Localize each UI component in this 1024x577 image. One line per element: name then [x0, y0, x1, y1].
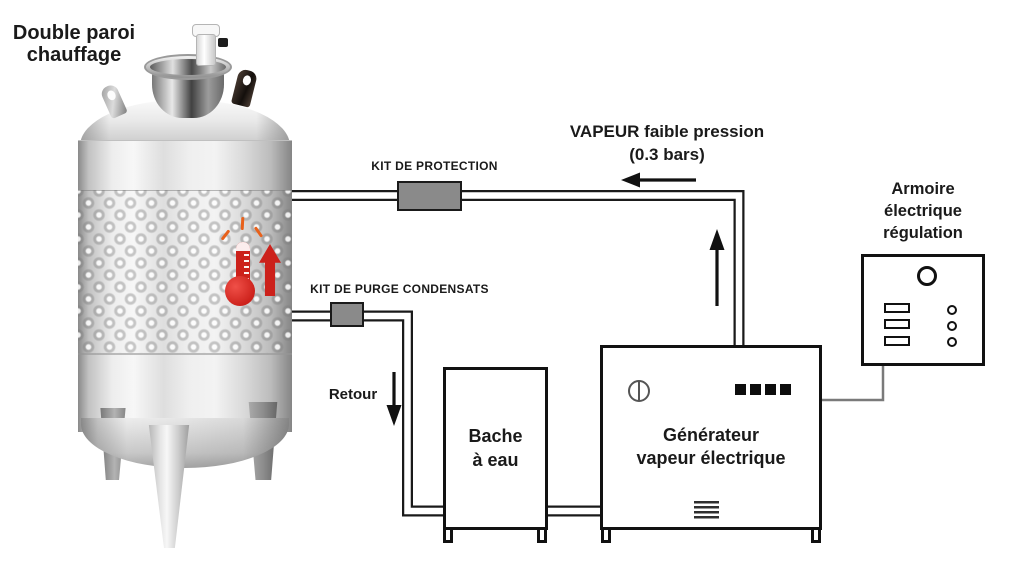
- indicator-light-icon: [947, 321, 957, 331]
- heat-ray-icon: [240, 216, 245, 231]
- steam-flow-arrow-icon: [621, 172, 696, 188]
- indicator-light-icon: [947, 337, 957, 347]
- lifting-lug-left: [99, 82, 128, 120]
- heat-ray-icon: [253, 226, 264, 238]
- indicator-light-icon: [947, 305, 957, 315]
- manhole-lid-rim: [144, 54, 232, 80]
- steam-generator-label: Générateur vapeur électrique: [636, 425, 786, 469]
- lug-hole: [241, 74, 252, 87]
- heating-indicator: [220, 216, 288, 308]
- tank-valve-knob: [218, 38, 228, 47]
- lifting-lug-right: [230, 68, 259, 108]
- tank-valve-body: [196, 34, 216, 66]
- double-wall-tank: [78, 24, 292, 550]
- steam-generator-box: Générateur vapeur électrique: [600, 345, 822, 530]
- tank-upper-shell: [78, 140, 292, 193]
- protection-kit-box: [397, 181, 462, 211]
- power-dial-line: [638, 381, 640, 401]
- control-cabinet-label: Armoire électrique régulation: [883, 180, 963, 242]
- switch-rectangle-icon: [884, 303, 910, 313]
- water-tank-box: Bache à eau: [443, 367, 548, 530]
- thermometer-tip: [236, 242, 250, 251]
- return-arrow-icon: [386, 372, 402, 426]
- switch-rectangle-icon: [884, 319, 910, 329]
- steam-pressure-label: VAPEUR faible pression (0.3 bars): [569, 122, 765, 164]
- tank-dimple-jacket: [78, 190, 292, 354]
- thermometer-icon: [236, 242, 250, 284]
- vent-grille-icon: [694, 501, 719, 520]
- heat-up-arrow-icon: [259, 244, 281, 296]
- thermometer-ticks: [243, 253, 249, 280]
- indicator-squares-icon: [735, 384, 791, 395]
- pilot-lamp-icon: [917, 266, 937, 286]
- indicator-square: [750, 384, 761, 395]
- thermometer-bulb: [225, 276, 255, 306]
- water-tank-label: Bache à eau: [468, 426, 523, 470]
- power-dial-icon: [628, 380, 650, 402]
- control-cabinet-box: [861, 254, 985, 366]
- switch-rectangle-icon: [884, 336, 910, 346]
- indicator-square: [765, 384, 776, 395]
- purge-kit-label: KIT DE PURGE CONDENSATS: [310, 282, 489, 296]
- tank-leg-center: [148, 425, 190, 548]
- steam-rise-arrow-icon: [709, 229, 725, 306]
- indicator-square: [780, 384, 791, 395]
- purge-kit-box: [330, 302, 364, 327]
- tank-title: Double paroi chauffage: [12, 22, 136, 67]
- lug-hole: [105, 89, 117, 102]
- protection-kit-label: KIT DE PROTECTION: [371, 159, 498, 173]
- return-label: Retour: [328, 386, 378, 403]
- indicator-square: [735, 384, 746, 395]
- electrical-wire: [822, 366, 885, 402]
